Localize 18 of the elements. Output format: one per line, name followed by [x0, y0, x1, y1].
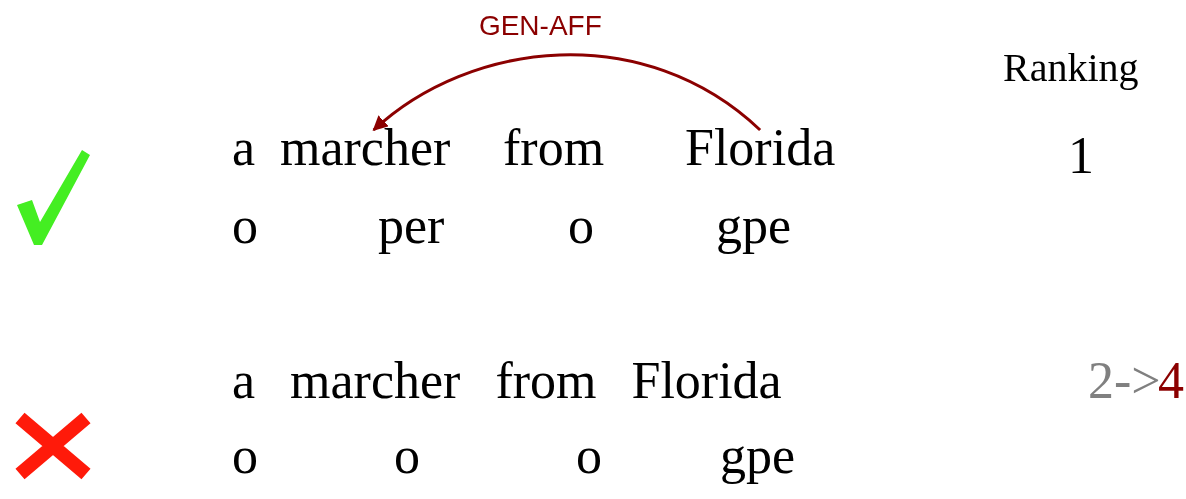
entity-tag: gpe — [716, 200, 792, 252]
ranking-header: Ranking — [1003, 48, 1139, 88]
entity-tag: o — [232, 200, 258, 252]
sentence-word: from — [503, 122, 605, 174]
entity-tag: per — [378, 200, 445, 252]
sentence-word: marcher — [280, 122, 451, 174]
edge-label: GEN-AFF — [478, 12, 602, 40]
entity-tag: gpe — [720, 430, 796, 482]
relation-arrow — [372, 53, 762, 132]
entity-tag: o — [568, 200, 594, 252]
rank-number: 1 — [1068, 130, 1094, 182]
entity-tag: o — [576, 430, 602, 482]
entity-tag: o — [394, 430, 420, 482]
entity-tag: o — [232, 430, 258, 482]
sentence-word: a — [232, 122, 256, 174]
sentence-word: Florida — [685, 122, 836, 174]
sentence-text: a marcher from Florida — [232, 355, 782, 407]
rank-number: 4 — [1158, 355, 1184, 407]
